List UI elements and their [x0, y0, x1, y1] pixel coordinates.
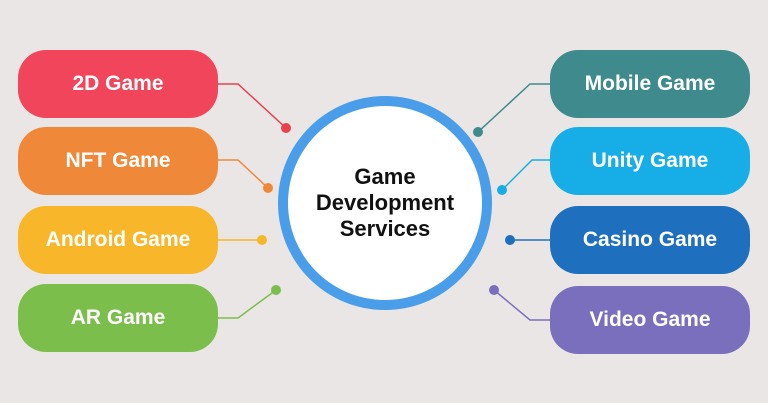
node-label: 2D Game: [72, 72, 164, 95]
hub-title-line: Services: [339, 216, 431, 241]
connector-video-game: [493, 289, 552, 321]
hub-circle: Game Development Services: [288, 106, 482, 300]
connector-nft-game: [216, 159, 269, 189]
hub-title-line: Development: [315, 190, 455, 215]
node-label: Casino Game: [582, 228, 718, 251]
node-video-game: Video Game: [550, 286, 750, 354]
node-label: Unity Game: [591, 149, 709, 172]
connector-dot-casino-game: [505, 235, 515, 245]
node-unity-game: Unity Game: [550, 127, 750, 195]
node-casino-game: Casino Game: [550, 206, 750, 274]
node-label: AR Game: [70, 306, 166, 329]
connector-dot-nft-game: [263, 183, 273, 193]
connector-2d-game: [216, 83, 287, 129]
connector-dot-2d-game: [281, 123, 291, 133]
connector-dot-ar-game: [271, 285, 281, 295]
node-android-game: Android Game: [18, 206, 218, 274]
connector-mobile-game: [477, 83, 552, 133]
connector-dot-video-game: [489, 285, 499, 295]
connector-dot-android-game: [257, 235, 267, 245]
hub-title: Game Development Services: [310, 164, 460, 242]
node-ar-game: AR Game: [18, 284, 218, 352]
connector-dot-unity-game: [497, 185, 507, 195]
node-nft-game: NFT Game: [18, 127, 218, 195]
connector-unity-game: [501, 159, 552, 191]
node-label: NFT Game: [65, 149, 171, 172]
connector-dot-mobile-game: [473, 127, 483, 137]
connector-ar-game: [216, 289, 277, 319]
node-label: Android Game: [45, 228, 191, 251]
node-label: Video Game: [589, 308, 711, 331]
node-mobile-game: Mobile Game: [550, 50, 750, 118]
hub-title-line: Game: [354, 164, 416, 189]
node-2d-game: 2D Game: [18, 50, 218, 118]
node-label: Mobile Game: [584, 72, 716, 95]
